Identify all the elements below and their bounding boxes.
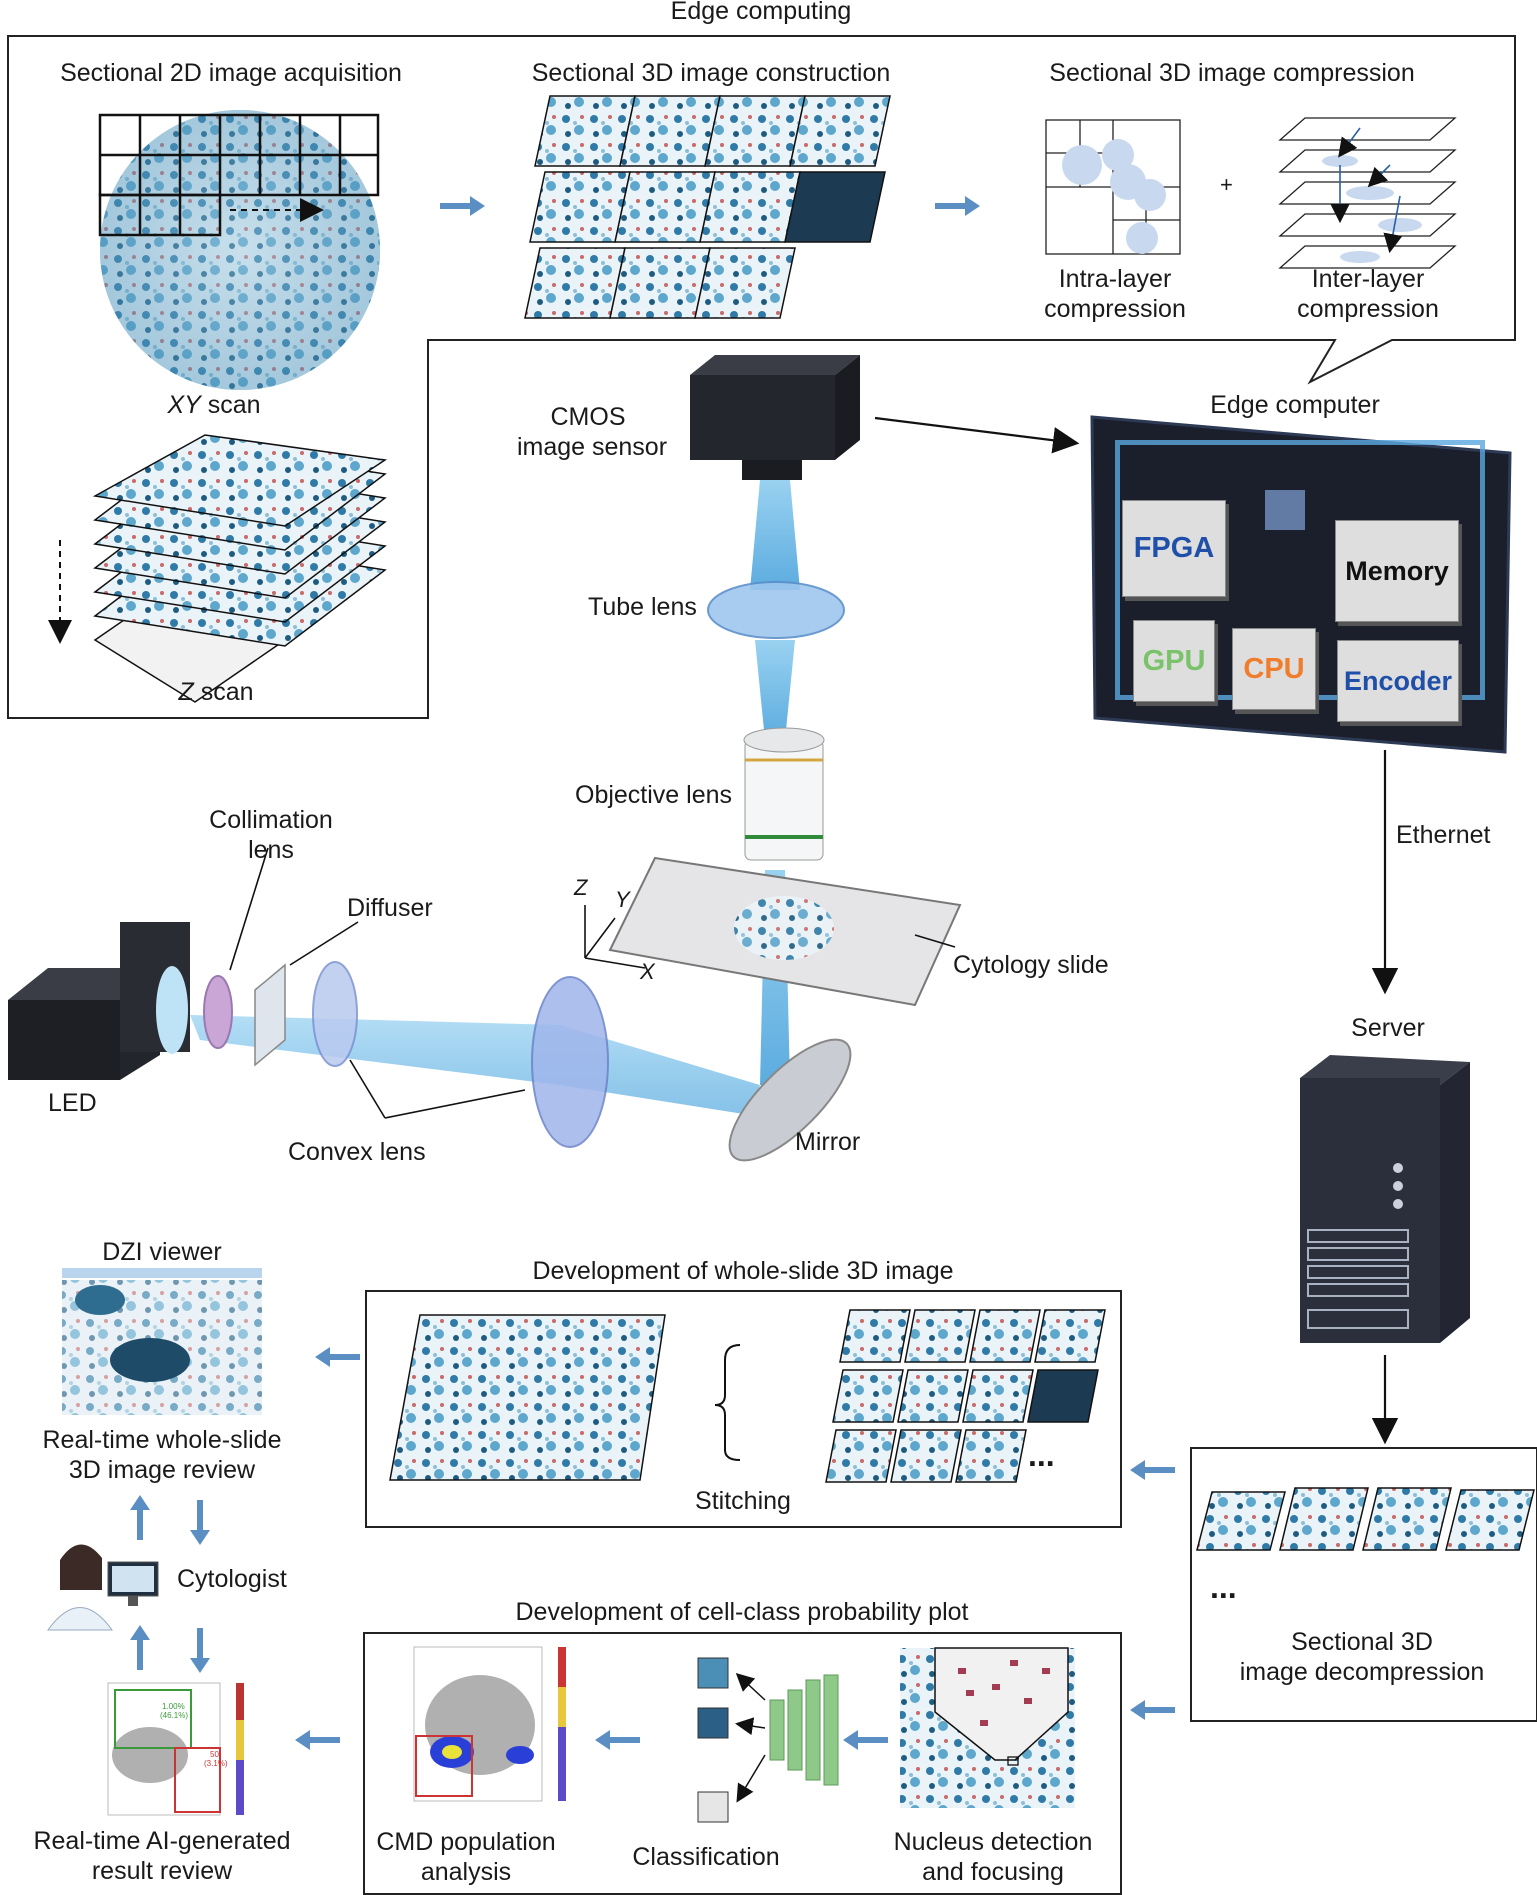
dzi-viewer-graphic	[62, 1268, 262, 1415]
xy-scan-label: XY scan	[167, 390, 260, 420]
convex-lens-large	[531, 976, 609, 1148]
axis-z-label: Z	[574, 875, 588, 900]
led-graphic	[8, 922, 190, 1080]
inter-layer-label-2: compression	[1297, 295, 1439, 323]
ai-review-2: result review	[91, 1857, 233, 1885]
xy-scan-italic: XY	[167, 391, 201, 419]
edge-computing-title: Edge computing	[670, 0, 852, 25]
xy-scan-suffix: scan	[200, 391, 261, 419]
convex-lens-small	[312, 961, 358, 1067]
leader-lines	[229, 847, 956, 1119]
whole-slide-box	[365, 1290, 1122, 1528]
edge-computer-title: Edge computer	[1210, 391, 1380, 419]
classification-label: Classification	[632, 1843, 780, 1871]
inter-layer-graphic	[1278, 117, 1457, 269]
cytology-slide-graphic	[608, 856, 962, 1007]
ai-result-plot	[107, 1682, 244, 1816]
cytologist-label: Cytologist	[177, 1565, 287, 1593]
convex-lens-label: Convex lens	[288, 1138, 426, 1166]
whole-slide-title: Development of whole-slide 3D image	[532, 1257, 954, 1285]
bottom-flow-arrows	[130, 1347, 1175, 1750]
gpu-label: GPU	[1142, 644, 1206, 677]
decompression-ellipsis: ...	[1210, 1569, 1237, 1605]
z-scan-italic: Z	[178, 678, 194, 706]
collimation-lens-graphic	[203, 975, 233, 1049]
cmos-label-1: CMOS	[550, 403, 626, 431]
z-scan-label: Z scan	[178, 677, 253, 707]
collimation-label-2: lens	[248, 836, 294, 864]
collimation-label-1: Collimation	[209, 806, 333, 834]
viewer-review-2: 3D image review	[68, 1456, 256, 1484]
edge-computing-frame	[7, 35, 1516, 719]
classification-graphic	[697, 1657, 839, 1823]
whole-slide-graphic	[389, 1309, 1106, 1483]
led-label: LED	[48, 1089, 97, 1117]
cmd-population-plot	[413, 1646, 566, 1802]
mirror-label: Mirror	[795, 1128, 861, 1156]
cpu-chip: CPU	[1232, 628, 1316, 710]
encoder-chip: Encoder	[1337, 640, 1459, 722]
cmos-sensor	[690, 355, 860, 480]
step-2d-acquisition: Sectional 2D image acquisition	[60, 59, 402, 87]
server-label: Server	[1351, 1014, 1425, 1042]
nucleus-label-2: and focusing	[922, 1858, 1064, 1886]
ai-pct-1b: (46.1%)	[160, 1711, 189, 1720]
ai-pct-1: 1.00%	[162, 1702, 185, 1711]
whole-slide-ellipsis: ...	[1028, 1437, 1055, 1473]
nucleus-detection-graphic	[900, 1647, 1075, 1808]
nucleus-label-1: Nucleus detection	[893, 1828, 1093, 1856]
memory-chip: Memory	[1335, 520, 1459, 622]
ai-pct-2b: (3.1%)	[204, 1759, 228, 1768]
objective-lens	[743, 727, 825, 861]
viewer-review-1: Real-time whole-slide	[42, 1426, 282, 1454]
decompression-tiles	[1196, 1487, 1535, 1551]
step-3d-construction: Sectional 3D image construction	[531, 59, 891, 87]
memory-label: Memory	[1345, 555, 1449, 586]
server-graphic	[1300, 1055, 1470, 1343]
cmos-label-2: image sensor	[516, 433, 668, 461]
fpga-label: FPGA	[1133, 532, 1215, 564]
z-scan-suffix: scan	[193, 678, 254, 706]
ethernet-label: Ethernet	[1396, 821, 1491, 849]
xy-scan-graphic	[98, 110, 380, 390]
cytologist-figure	[47, 1544, 159, 1631]
intra-layer-label-1: Intra-layer	[1058, 265, 1172, 293]
dzi-viewer-title: DZI viewer	[102, 1238, 222, 1266]
cmd-label-2: analysis	[420, 1858, 512, 1886]
decompression-label-1: Sectional 3D	[1291, 1628, 1433, 1656]
cpu-label: CPU	[1243, 652, 1305, 685]
cmos-to-edge-arrow	[874, 416, 1080, 454]
step-3d-compression: Sectional 3D image compression	[1049, 59, 1415, 87]
inter-layer-label-1: Inter-layer	[1311, 265, 1425, 293]
intra-layer-label-2: compression	[1044, 295, 1186, 323]
axis-y-label: Y	[615, 887, 630, 912]
ai-pct-2: 50	[210, 1750, 219, 1759]
ai-review-1: Real-time AI-generated	[33, 1827, 291, 1855]
intra-layer-graphic	[1045, 119, 1181, 255]
plus-sign: +	[1220, 172, 1233, 197]
diffuser-graphic	[254, 963, 286, 1067]
z-scan-graphic	[48, 434, 388, 703]
tube-lens	[707, 581, 845, 639]
mirror-graphic	[728, 1038, 852, 1162]
tube-lens-label: Tube lens	[588, 593, 697, 621]
diffuser-label: Diffuser	[347, 894, 433, 922]
objective-lens-label: Objective lens	[575, 781, 733, 809]
3d-construction-tiles	[524, 95, 891, 319]
cmd-label-1: CMD population	[376, 1828, 556, 1856]
probability-title: Development of cell-class probability pl…	[515, 1598, 969, 1626]
top-flow-arrows	[440, 196, 980, 216]
axis-x-label: X	[640, 959, 655, 984]
stitching-label: Stitching	[695, 1487, 791, 1515]
encoder-label: Encoder	[1343, 665, 1453, 696]
fpga-chip: FPGA	[1122, 500, 1226, 597]
decompression-label-2: image decompression	[1239, 1658, 1485, 1686]
cytology-slide-label: Cytology slide	[953, 951, 1109, 979]
axis-triad	[584, 905, 646, 969]
gpu-chip: GPU	[1133, 620, 1215, 702]
stitching-bracket	[714, 1344, 741, 1461]
